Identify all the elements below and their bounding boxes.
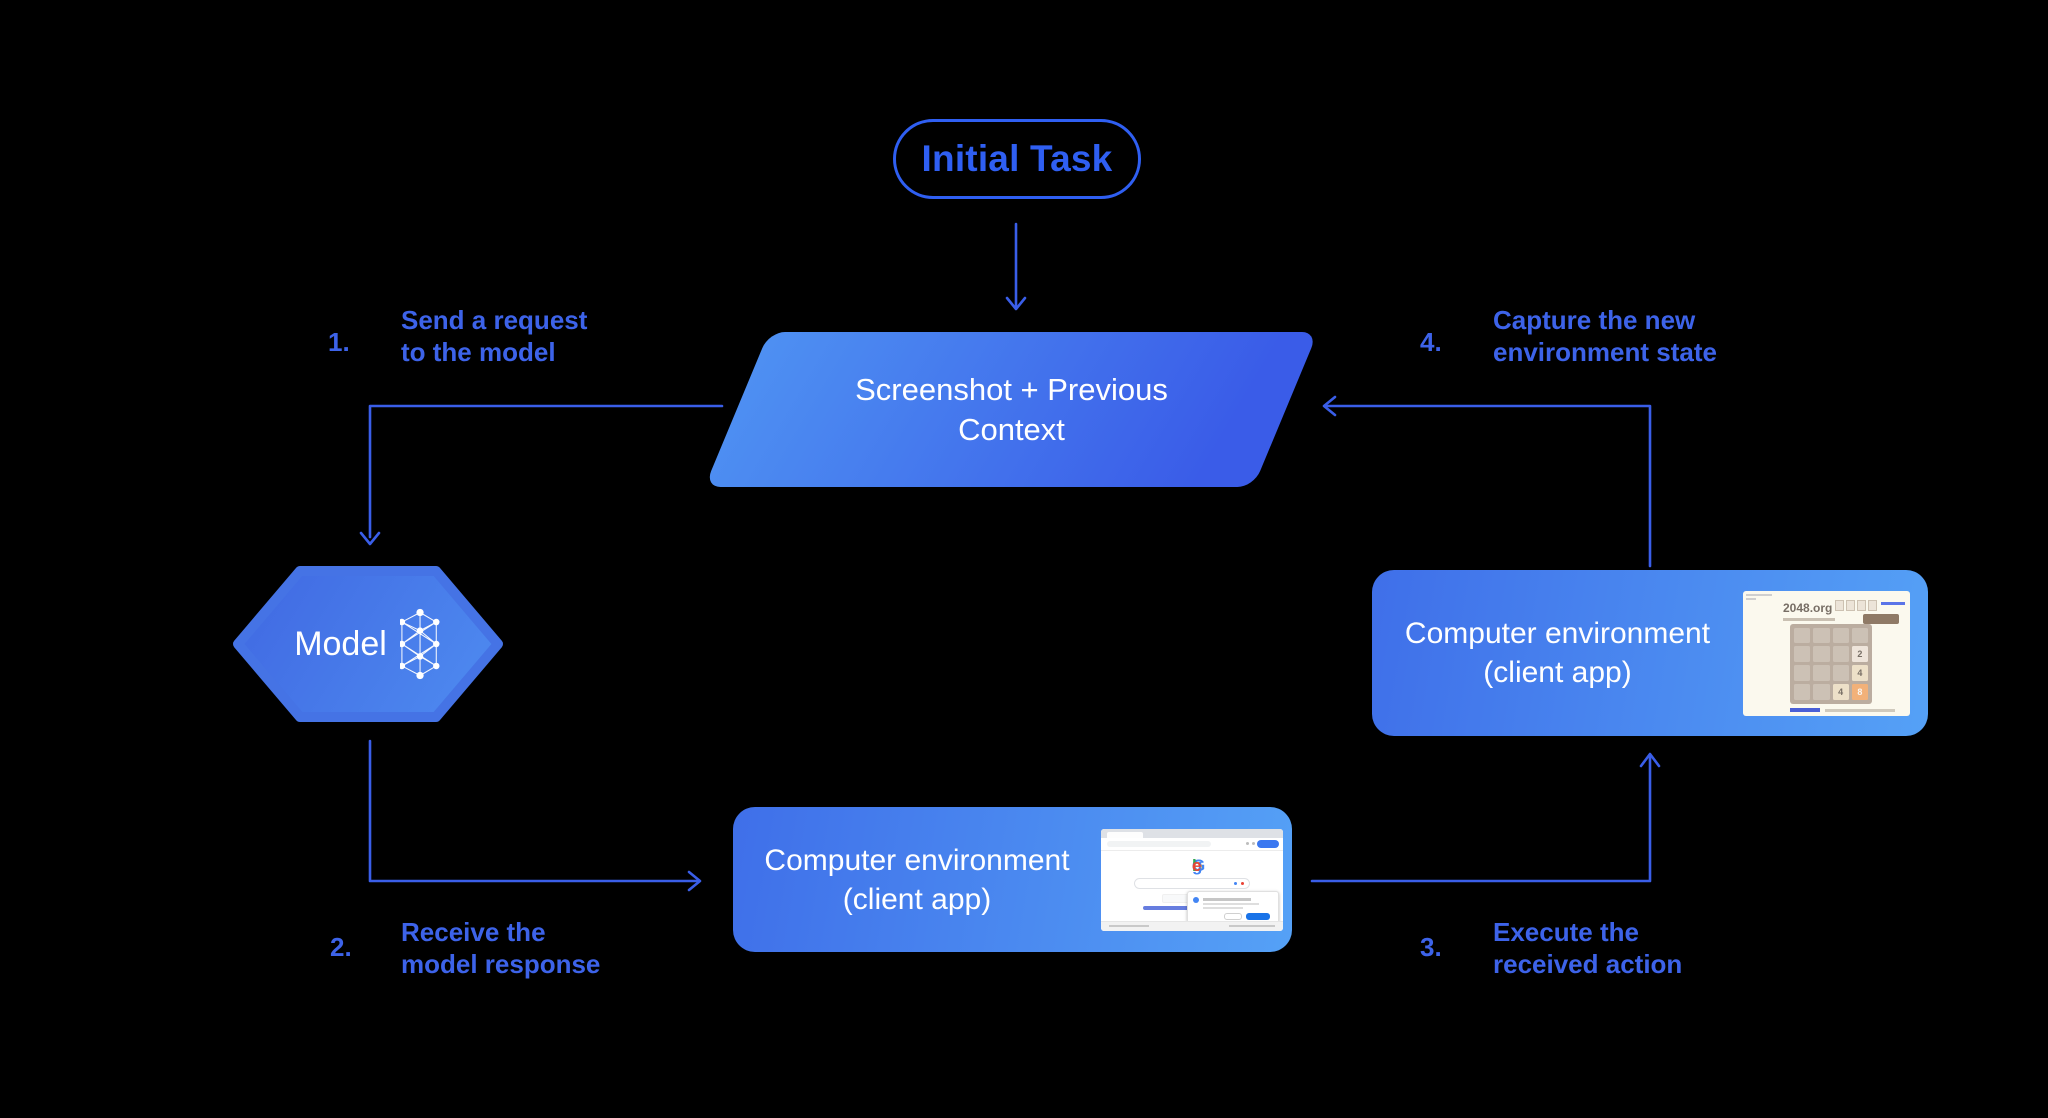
step-1-number: 1. bbox=[328, 327, 350, 357]
arrowhead-down-icon bbox=[359, 531, 381, 546]
game-cell bbox=[1813, 627, 1830, 644]
step-2-label: Receive the model response bbox=[401, 917, 601, 979]
google-logo-letter: o bbox=[1192, 855, 1203, 875]
browser-tab bbox=[1107, 831, 1143, 838]
hexagon-shape bbox=[233, 566, 503, 722]
game-tile: 4 bbox=[1832, 683, 1849, 700]
game-cell bbox=[1832, 665, 1849, 681]
search-icon bbox=[1234, 881, 1237, 885]
new-game-button bbox=[1863, 613, 1899, 624]
score-box bbox=[1868, 599, 1877, 611]
step-4-label: Capture the new environment state bbox=[1493, 305, 1717, 367]
env-bottom-title: Computer environment bbox=[764, 843, 1070, 877]
score-box bbox=[1846, 599, 1855, 611]
step-4-number: 4. bbox=[1420, 327, 1442, 357]
arrowhead-left-icon bbox=[1322, 395, 1337, 417]
google-g-icon bbox=[1193, 896, 1199, 903]
step-2-number: 2. bbox=[330, 932, 352, 962]
google-logo-letter: G bbox=[1192, 855, 1206, 875]
game-cell bbox=[1794, 627, 1811, 644]
signin-dialog bbox=[1187, 890, 1279, 924]
arrowhead-up-icon bbox=[1639, 752, 1661, 768]
url-bar bbox=[1107, 840, 1211, 847]
step-1-label: Send a request to the model bbox=[401, 305, 588, 367]
initial-task-label: Initial Task bbox=[921, 138, 1113, 179]
site-link bbox=[1790, 707, 1820, 712]
model-node: Model bbox=[232, 565, 504, 723]
env-box-right: Computer environment (client app) 2048.o… bbox=[1372, 570, 1928, 736]
game-cell bbox=[1832, 627, 1849, 644]
game-cell bbox=[1794, 646, 1811, 662]
mic-icon bbox=[1241, 881, 1244, 885]
connector-env-to-env bbox=[1310, 752, 1661, 883]
screenshot-context-node: Screenshot + Previous Context bbox=[704, 332, 1318, 487]
game-cell bbox=[1832, 646, 1849, 662]
connector-task-to-context bbox=[1005, 222, 1027, 311]
connector-model-to-env bbox=[368, 739, 702, 892]
game-tile: 8 bbox=[1851, 683, 1868, 700]
model-label: Model bbox=[294, 624, 387, 663]
connector-context-to-model bbox=[359, 404, 724, 546]
step-3-label: Execute the received action bbox=[1493, 917, 1683, 979]
google-search-button bbox=[1162, 893, 1190, 903]
profile-chip bbox=[1257, 839, 1279, 848]
game-cell bbox=[1794, 665, 1811, 681]
arrowhead-right-icon bbox=[687, 870, 702, 892]
score-box bbox=[1835, 599, 1844, 611]
connector-env-to-context bbox=[1322, 395, 1652, 568]
site-title: 2048.org bbox=[1783, 600, 1833, 615]
google-logo-letter: g bbox=[1192, 855, 1203, 875]
neural-network-icon bbox=[399, 608, 440, 680]
google-logo-letter: l bbox=[1192, 855, 1197, 875]
screenshot-context-line1: Screenshot + Previous bbox=[855, 371, 1168, 407]
game-cell bbox=[1851, 627, 1868, 644]
game-cell bbox=[1813, 683, 1830, 700]
step-3-number: 3. bbox=[1420, 932, 1442, 962]
game-cell bbox=[1794, 683, 1811, 700]
env-bottom-subtitle: (client app) bbox=[842, 882, 992, 916]
toolbar-icon bbox=[1246, 841, 1249, 845]
score-box bbox=[1857, 599, 1866, 611]
game-cell bbox=[1813, 665, 1830, 681]
google-logo-letter: o bbox=[1192, 855, 1203, 875]
env-right-title: Computer environment bbox=[1404, 617, 1711, 650]
env-right-subtitle: (client app) bbox=[1483, 656, 1632, 689]
browser-chrome bbox=[1101, 828, 1283, 838]
google-logo-letter: e bbox=[1192, 855, 1202, 875]
screenshot-context-line2: Context bbox=[958, 411, 1065, 447]
arrowhead-down-icon bbox=[1005, 296, 1027, 311]
dialog-primary-button bbox=[1246, 912, 1270, 920]
site-link bbox=[1881, 601, 1905, 605]
toolbar-icon bbox=[1252, 841, 1255, 845]
game-tile: 2 bbox=[1851, 646, 1868, 662]
dialog-secondary-button bbox=[1224, 912, 1242, 920]
game-tile: 4 bbox=[1851, 665, 1868, 681]
browser-toolbar bbox=[1101, 837, 1283, 851]
page-footer bbox=[1101, 920, 1283, 931]
initial-task-node: Initial Task bbox=[893, 119, 1141, 199]
game-cell bbox=[1813, 646, 1830, 662]
search-box bbox=[1134, 877, 1250, 889]
